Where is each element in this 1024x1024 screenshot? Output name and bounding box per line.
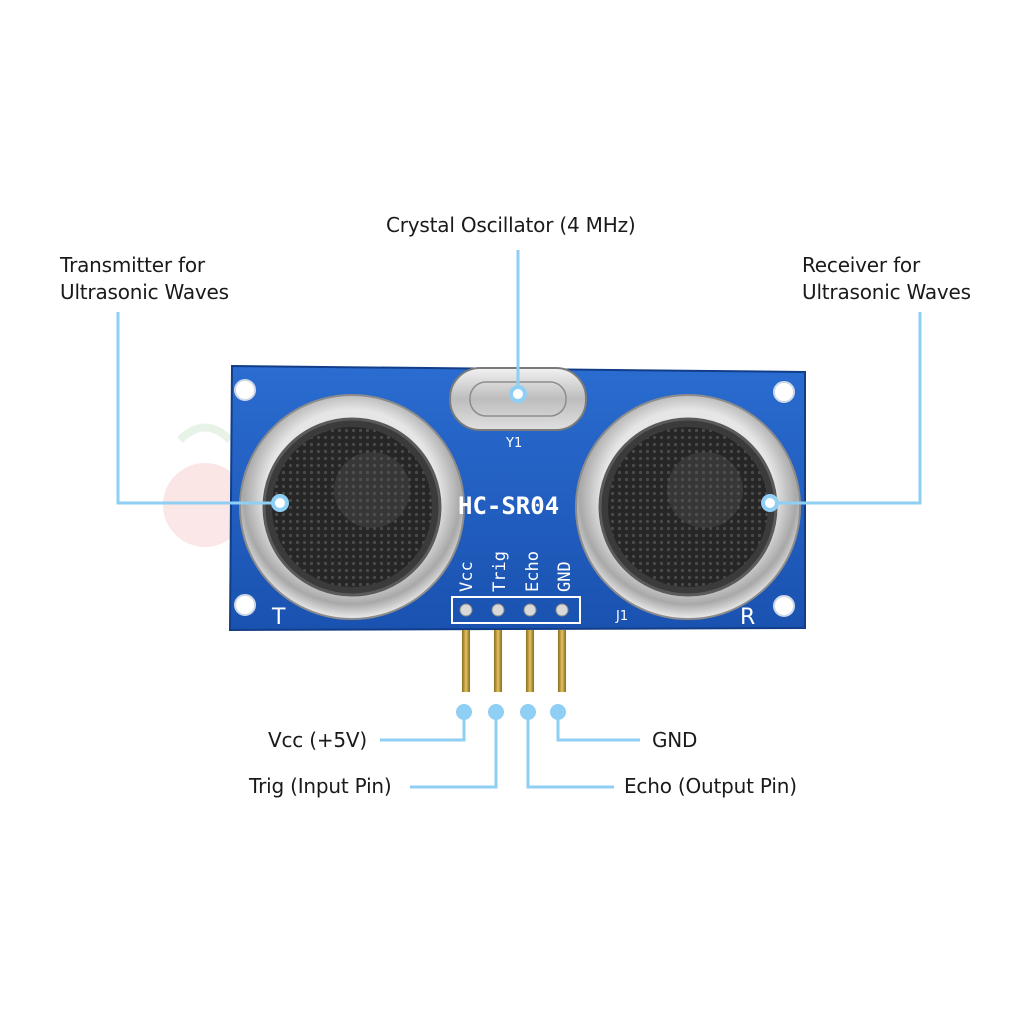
pin-echo — [526, 630, 534, 692]
mounting-hole — [773, 381, 795, 403]
label-text: Trig (Input Pin) — [249, 774, 392, 798]
board-model-label: HC-SR04 — [458, 492, 559, 520]
label-text: GND — [652, 728, 698, 752]
callout-gnd — [556, 712, 640, 742]
pin-gnd — [558, 630, 566, 692]
callout-dot-vcc — [456, 704, 472, 720]
label-text: Echo (Output Pin) — [624, 774, 797, 798]
mounting-hole — [234, 594, 256, 616]
mounting-hole — [234, 379, 256, 401]
label-text: Transmitter for — [60, 253, 205, 277]
mounting-hole — [773, 595, 795, 617]
receiver-mark: R — [740, 605, 755, 630]
callout-echo — [526, 712, 614, 789]
pin-label-vcc: Vcc — [457, 561, 477, 592]
pin-dots — [456, 704, 566, 720]
label-text: Receiver for — [802, 253, 920, 277]
callout-lines — [116, 250, 922, 789]
transmitter-mark: T — [271, 605, 286, 630]
pin-label-gnd: GND — [555, 561, 575, 592]
label-vcc: Vcc (+5V) — [268, 727, 367, 754]
label-receiver: Receiver for Ultrasonic Waves — [802, 252, 971, 306]
pin-trig — [494, 630, 502, 692]
callout-dot-gnd — [550, 704, 566, 720]
crystal-ref: Y1 — [505, 436, 522, 451]
callout-dot-trig — [488, 704, 504, 720]
transmitter-transducer — [239, 394, 465, 620]
callout-dot-oscillator — [509, 385, 527, 403]
callout-receiver — [770, 312, 922, 505]
callout-vcc — [380, 712, 466, 742]
pin-header — [451, 596, 581, 692]
watermark — [163, 423, 247, 547]
callout-trig — [410, 712, 498, 789]
callout-dot-echo — [520, 704, 536, 720]
callout-dot-transmitter — [271, 494, 289, 512]
pin-label-trig: Trig — [490, 551, 510, 592]
pin-label-echo: Echo — [523, 551, 543, 592]
header-ref: J1 — [615, 609, 628, 624]
label-transmitter: Transmitter for Ultrasonic Waves — [60, 252, 229, 306]
label-text: Vcc (+5V) — [268, 728, 368, 752]
label-text: Ultrasonic Waves — [60, 280, 229, 304]
label-crystal-oscillator: Crystal Oscillator (4 MHz) — [386, 212, 636, 239]
label-echo: Echo (Output Pin) — [624, 773, 797, 800]
label-text: Ultrasonic Waves — [802, 280, 971, 304]
label-trig: Trig (Input Pin) — [249, 773, 392, 800]
callout-transmitter — [116, 312, 280, 505]
callout-dot-receiver — [761, 494, 779, 512]
label-gnd: GND — [652, 727, 697, 754]
callout-dots — [271, 385, 779, 512]
label-text: Crystal Oscillator (4 MHz) — [386, 213, 636, 237]
pin-labels: Vcc Trig Echo GND — [457, 551, 575, 592]
pin-vcc — [462, 630, 470, 692]
